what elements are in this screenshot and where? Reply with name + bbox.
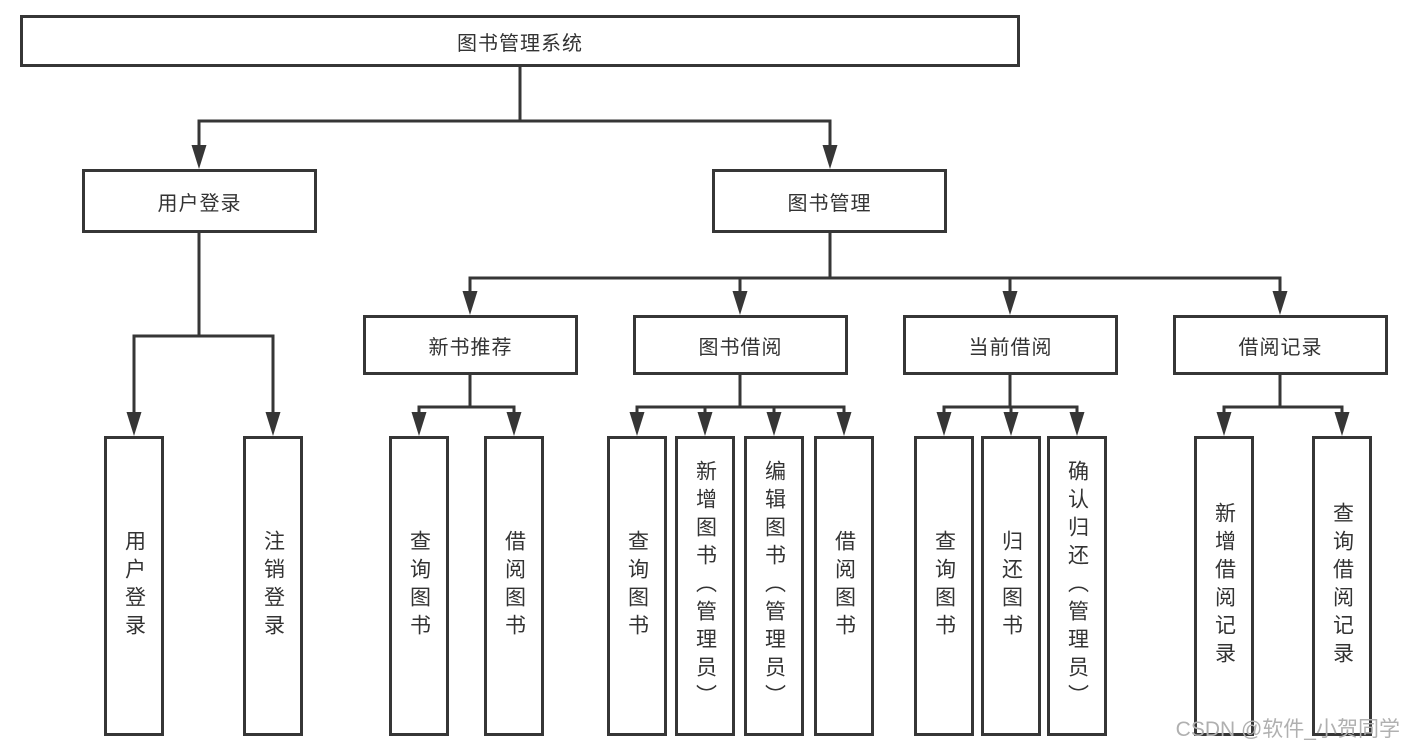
node-user-login: 用户登录: [82, 169, 317, 233]
node-label: 图书管理系统: [457, 32, 583, 55]
node-label: 借阅图书: [502, 530, 526, 642]
leaf-borrow-books: 借阅图书: [814, 436, 874, 736]
node-label: 查询图书: [625, 530, 649, 642]
node-label: 归还图书: [999, 530, 1023, 642]
leaf-logout-login: 注销登录: [243, 436, 303, 736]
node-label: 注销登录: [261, 530, 285, 642]
node-label: 借阅图书: [832, 530, 856, 642]
node-library-management-system: 图书管理系统: [20, 15, 1020, 67]
leaf-add-books-admin: 新增图书（管理员）: [675, 436, 735, 736]
leaf-edit-books-admin: 编辑图书（管理员）: [744, 436, 804, 736]
node-label: 新书推荐: [428, 336, 513, 359]
leaf-query-books-current: 查询图书: [914, 436, 974, 736]
node-label: 查询借阅记录: [1330, 502, 1354, 670]
node-borrow-records: 借阅记录: [1173, 315, 1388, 375]
node-label: 确认归还（管理员）: [1065, 460, 1089, 712]
leaf-return-books: 归还图书: [981, 436, 1041, 736]
node-label: 新增图书（管理员）: [693, 460, 717, 712]
node-label: 查询图书: [407, 530, 431, 642]
node-label: 用户登录: [157, 192, 242, 215]
csdn-watermark: CSDN @软件_小贺同学: [1175, 718, 1400, 741]
leaf-add-borrow-record: 新增借阅记录: [1194, 436, 1254, 736]
leaf-user-login: 用户登录: [104, 436, 164, 736]
node-label: 图书管理: [787, 192, 872, 215]
node-label: 当前借阅: [968, 336, 1053, 359]
node-book-management: 图书管理: [712, 169, 947, 233]
node-label: 图书借阅: [698, 336, 783, 359]
leaf-query-borrow-record: 查询借阅记录: [1312, 436, 1372, 736]
node-label: 新增借阅记录: [1212, 502, 1236, 670]
node-book-borrow: 图书借阅: [633, 315, 848, 375]
leaf-borrow-books-recommend: 借阅图书: [484, 436, 544, 736]
leaf-query-books-borrow: 查询图书: [607, 436, 667, 736]
node-current-borrow: 当前借阅: [903, 315, 1118, 375]
leaf-confirm-return-admin: 确认归还（管理员）: [1047, 436, 1107, 736]
node-new-book-recommend: 新书推荐: [363, 315, 578, 375]
node-label: 查询图书: [932, 530, 956, 642]
node-label: 用户登录: [122, 530, 146, 642]
node-label: 编辑图书（管理员）: [762, 460, 786, 712]
leaf-query-books-recommend: 查询图书: [389, 436, 449, 736]
node-label: 借阅记录: [1238, 336, 1323, 359]
